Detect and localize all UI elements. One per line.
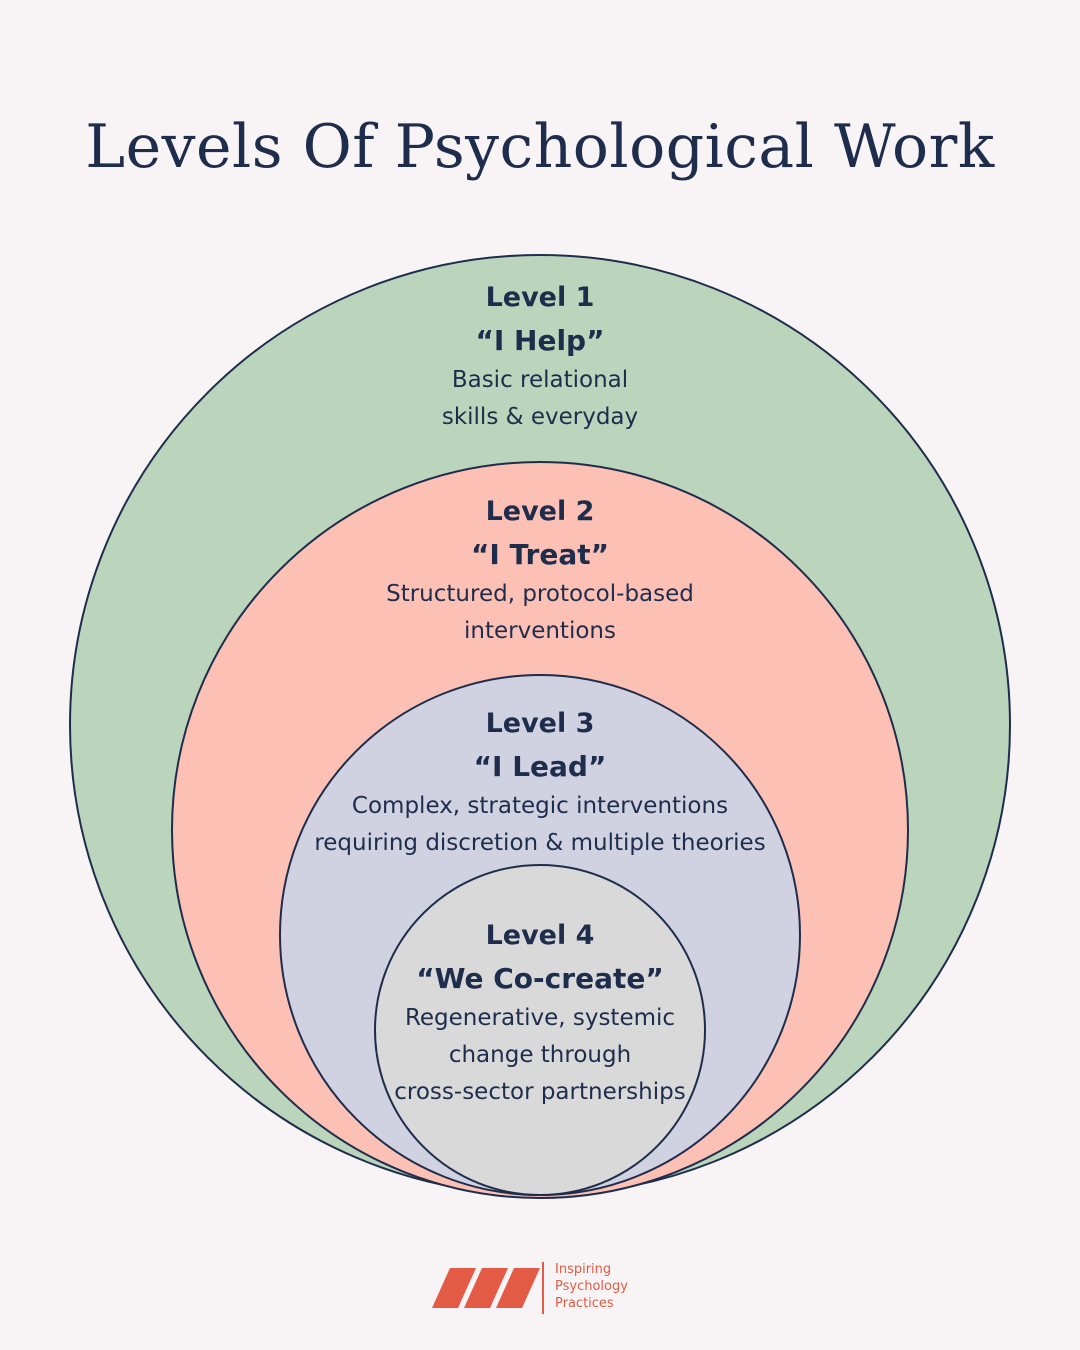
level-2-desc-line-2: requiring discretion & multiple theories: [314, 830, 766, 856]
brand-line-1: Inspiring: [555, 1262, 612, 1277]
level-1-quote: “We Co-create”: [416, 962, 664, 995]
level-3-desc-line-2: interventions: [464, 618, 616, 644]
stripes-logo-icon: [432, 1262, 544, 1314]
level-1-circle: [374, 864, 706, 1196]
level-2-name: Level 3: [485, 708, 595, 739]
level-1-text: Level 4 “We Co-create” Regenerative, sys…: [390, 914, 690, 1111]
level-4-desc-line-2: skills & everyday: [441, 404, 639, 430]
level-3-desc-line-1: Structured, protocol-based: [386, 581, 694, 607]
level-2-quote: “I Lead”: [473, 750, 607, 783]
level-1-desc-line-2: cross-sector partnerships: [394, 1079, 686, 1105]
level-4-desc-line-1: Basic relational: [451, 367, 629, 393]
level-4-name: Level 1: [485, 282, 595, 313]
level-4-text: Level 1 “I Help” Basic relational skills…: [240, 276, 840, 436]
level-3-name: Level 2: [485, 496, 595, 527]
level-1-desc-line-1: Regenerative, systemic change through: [404, 1005, 676, 1068]
brand-line-3: Practices: [555, 1296, 614, 1311]
brand-name: Inspiring Psychology Practices: [555, 1261, 628, 1312]
level-3-quote: “I Treat”: [470, 538, 610, 571]
level-4-quote: “I Help”: [475, 324, 605, 357]
level-2-text: Level 3 “I Lead” Complex, strategic inte…: [290, 702, 790, 862]
page-title: Levels Of Psychological Work: [85, 112, 995, 182]
level-2-desc-line-1: Complex, strategic interventions: [351, 793, 729, 819]
level-3-text: Level 2 “I Treat” Structured, protocol-b…: [240, 490, 840, 650]
level-1-name: Level 4: [485, 920, 595, 951]
brand-line-2: Psychology: [555, 1279, 628, 1294]
